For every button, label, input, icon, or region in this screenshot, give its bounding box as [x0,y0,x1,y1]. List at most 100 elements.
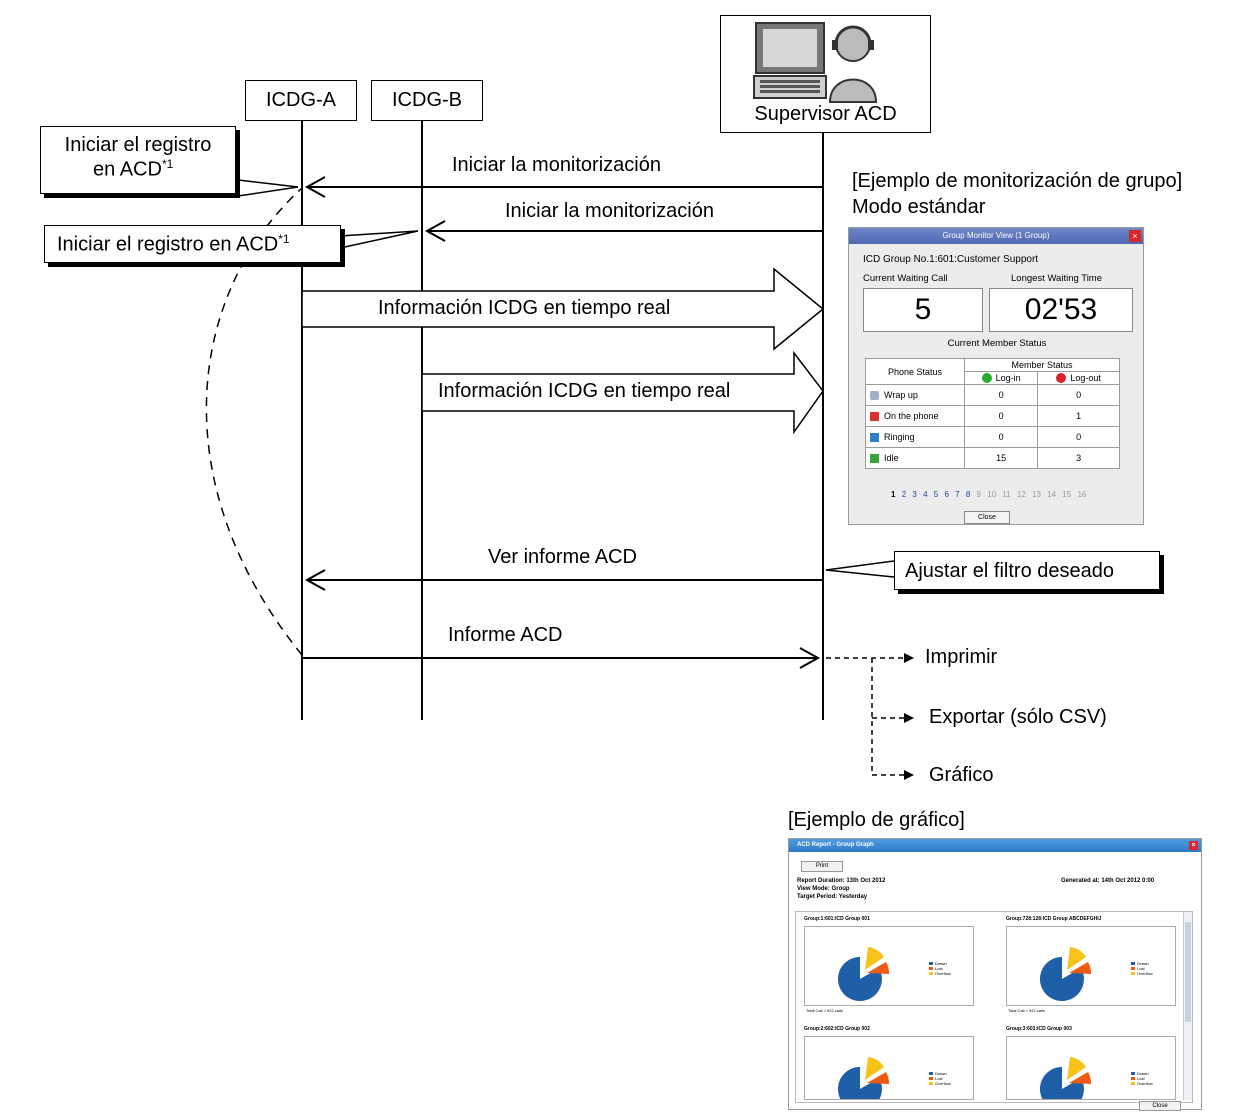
gm-longest-value: 02'53 [989,288,1133,332]
page-link[interactable]: 6 [944,490,949,499]
gw-title: ACD Report - Group Graph [797,842,874,848]
group-pie-chart [837,947,890,1001]
graph-window: ACD Report - Group Graph × Print Report … [788,838,1202,1111]
icdg-b-label: ICDG-B [392,89,462,111]
output-export: Exportar (sólo CSV) [929,706,1107,728]
gm-member-status-header: Member Status [964,358,1120,372]
icdg-b-box: ICDG-B [371,80,483,121]
gm-titlebar: Group Monitor View (1 Group) × [849,228,1143,244]
gm-pagination: 1 2 3 4 5 6 7 8 9 10 11 12 13 14 15 16 [889,490,1088,499]
page-link[interactable]: 15 [1062,490,1072,499]
callout-set-filter: Ajustar el filtro deseado [894,551,1160,590]
msg-monitor-b: Iniciar la monitorización [505,200,714,222]
group-pie-chart [837,1057,890,1111]
msg-view-report: Ver informe ACD [488,546,637,568]
group-pie-frame: Drawn Lost Overflow [1006,1036,1176,1111]
group-pie-frame: Drawn Lost Overflow [804,926,974,1006]
output-print: Imprimir [925,646,998,668]
callout-start-log-a-line1: Iniciar el registro [64,134,212,156]
gm-waiting-value: 5 [863,288,983,332]
page-link[interactable]: 8 [965,490,971,499]
callout-start-log-b-label: Iniciar el registro en ACD [57,233,279,256]
group-graph-title: Group:2:602:ICD Group 002 [804,1026,870,1032]
group-pie-chart [1039,947,1092,1001]
page-link[interactable]: 2 [901,490,907,499]
group-graph-title: Group:1:601:ICD Group 001 [804,916,870,922]
page-link[interactable]: 14 [1047,490,1057,499]
gm-longest-label: Longest Waiting Time [1011,273,1102,284]
pie-legend: Drawn Lost Overflow [929,961,951,976]
page-link[interactable]: 10 [987,490,997,499]
table-row: Wrap up 0 0 [865,384,1120,406]
scrollbar[interactable] [1183,912,1192,1100]
page-link[interactable]: 1 [891,490,896,499]
footnote-marker: *1 [161,157,174,171]
heading-standard-mode: Modo estándar [852,196,986,218]
page-link[interactable]: 5 [933,490,939,499]
page-link[interactable]: 4 [923,490,928,499]
table-row: Idle 15 3 [865,447,1120,469]
gm-logout-label: Log-out [1070,372,1101,383]
wrap-up-icon [870,391,879,401]
realtime-arrow-a [301,267,825,351]
table-row: Ringing 0 0 [865,426,1120,448]
page-link[interactable]: 9 [976,490,981,499]
group-graph-title: Group:728:128:ICD Group ABCDEFGHIJ [1006,916,1102,922]
gm-close-button[interactable]: Close [964,511,1010,524]
login-dot-icon [981,373,992,384]
footnote-marker: *1 [278,232,290,246]
idle-icon [870,454,879,464]
pie-legend: Drawn Lost Overflow [929,1071,951,1086]
msg-realtime-b: Información ICDG en tiempo real [438,380,731,402]
realtime-arrow-b [421,350,824,435]
page-link[interactable]: 11 [1002,490,1011,499]
gw-target: Target Period: Yesterday [797,894,868,900]
gm-group-name: ICD Group No.1:601:Customer Support [863,254,1039,265]
gm-waiting-label: Current Waiting Call [863,273,948,284]
supervisor-label: Supervisor ACD [754,103,897,125]
callout-start-log-a: Iniciar el registro en ACD*1 [40,126,236,194]
close-icon[interactable]: × [1189,841,1198,850]
msg-monitor-a: Iniciar la monitorización [452,154,661,176]
table-row: On the phone 0 1 [865,405,1120,427]
callout-set-filter-label: Ajustar el filtro deseado [905,560,1115,582]
gm-login-header: Log-in [963,371,1039,385]
gw-view-mode: View Mode: Group [797,886,850,892]
icdg-a-box: ICDG-A [245,80,357,121]
page-link[interactable]: 3 [912,490,917,499]
gm-logout-header: Log-out [1037,371,1120,385]
heading-graph-example: [Ejemplo de gráfico] [788,809,965,831]
gw-print-button[interactable]: Print [801,861,843,872]
pie-legend: Drawn Lost Overflow [1131,1071,1153,1086]
group-total: Total Call = 922 calls [806,1008,843,1013]
close-icon[interactable]: × [1129,230,1141,242]
group-pie-frame: Drawn Lost Overflow [804,1036,974,1111]
gm-login-label: Log-in [995,372,1021,383]
group-graph-title: Group:3:603:ICD Group 003 [1006,1026,1072,1032]
pie-legend: Drawn Lost Overflow [1131,961,1153,976]
callout-start-log-a-line2: en ACD [93,158,162,181]
gw-duration: Report Duration: 13th Oct 2012 [797,878,886,884]
msg-realtime-a: Información ICDG en tiempo real [378,297,671,319]
gm-title: Group Monitor View (1 Group) [942,231,1050,240]
gm-status-table: Phone Status Member Status Log-in Log-ou… [865,358,1120,469]
output-graph: Gráfico [929,764,994,786]
gw-generated: Generated at: 14th Oct 2012 0:00 [1061,878,1155,884]
ringing-icon [870,433,879,443]
heading-group-example: [Ejemplo de monitorización de grupo] [852,170,1183,192]
callout-start-log-b: Iniciar el registro en ACD*1 [44,225,341,263]
page-link[interactable]: 13 [1032,490,1041,499]
on-phone-icon [870,412,879,422]
group-pie-frame: Drawn Lost Overflow [1006,926,1176,1006]
page-link[interactable]: 12 [1016,490,1026,499]
gw-graph-panel[interactable]: Group:1:601:ICD Group 001 Drawn Lost Ove… [795,911,1193,1111]
group-monitor-window: Group Monitor View (1 Group) × ICD Group… [848,227,1144,525]
page-link[interactable]: 7 [955,490,960,499]
gw-close-button[interactable]: Close [1139,1101,1181,1111]
gm-member-status-title: Current Member Status [947,338,1047,349]
supervisor-computer-icon [753,22,878,103]
msg-report: Informe ACD [448,624,563,646]
page-link[interactable]: 16 [1077,490,1087,499]
logout-dot-icon [1056,373,1067,384]
